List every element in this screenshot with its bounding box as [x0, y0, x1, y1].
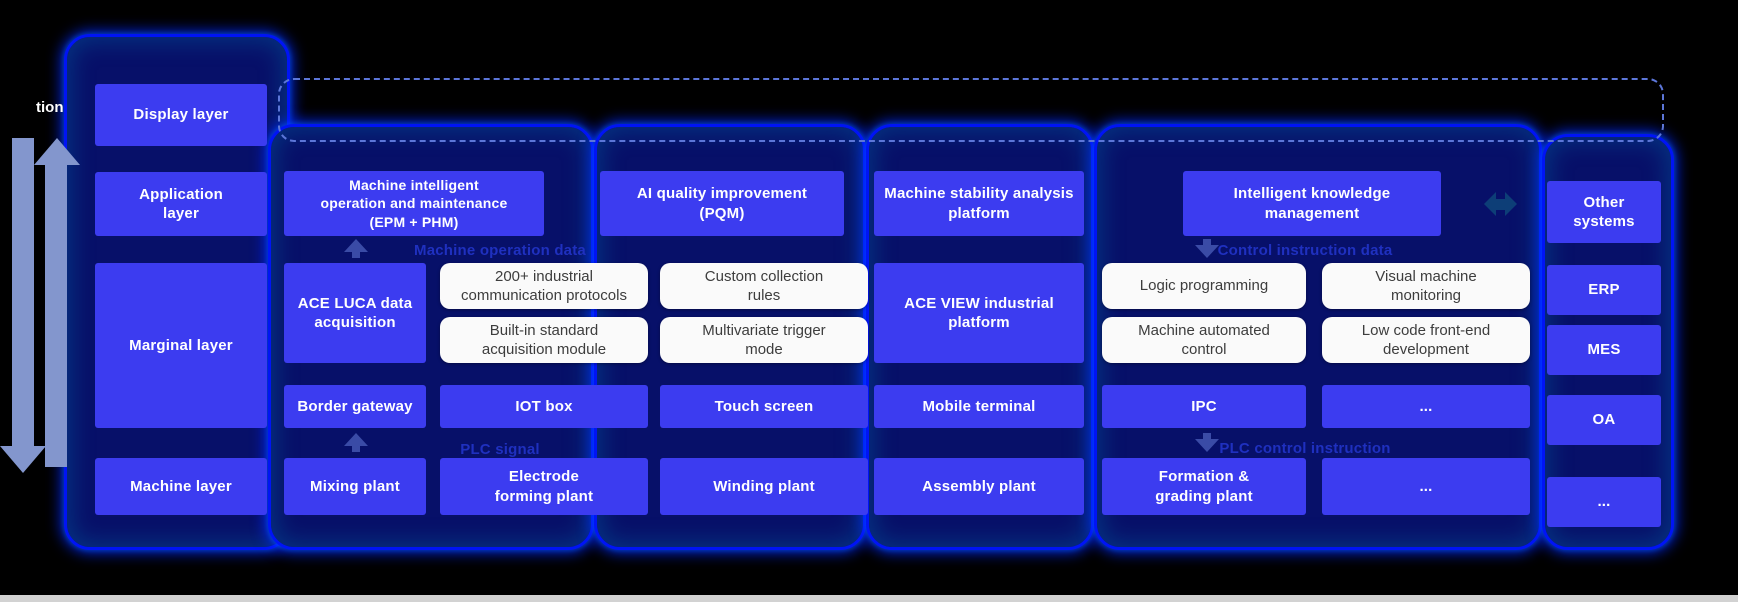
- clipped-left-label: tion: [36, 99, 64, 116]
- terminal-iot-box: IOT box: [440, 385, 648, 428]
- bidirectional-arrow: [1484, 192, 1517, 216]
- plc-signal-up-arrow: [344, 433, 368, 452]
- plc-control-down-arrow: [1195, 433, 1219, 452]
- control-instruction-down-arrow: [1195, 239, 1219, 258]
- plant-ellipsis: ...: [1322, 458, 1530, 515]
- pill-industrial-protocols: 200+ industrial communication protocols: [440, 263, 648, 309]
- data-down-flow-arrow: [12, 138, 34, 446]
- pill-multivariate-trigger: Multivariate trigger mode: [660, 317, 868, 363]
- data-up-flow-arrowhead: [34, 138, 80, 165]
- plant-formation-grading: Formation & grading plant: [1102, 458, 1306, 515]
- app-box-knowledge-mgmt: Intelligent knowledge management: [1183, 171, 1441, 236]
- layer-box-machine: Machine layer: [95, 458, 267, 515]
- system-other: Other systems: [1547, 181, 1661, 243]
- pill-low-code: Low code front-end development: [1322, 317, 1530, 363]
- pill-custom-collection: Custom collection rules: [660, 263, 868, 309]
- data-down-flow-arrowhead: [0, 446, 46, 473]
- label-control-instruction-data: Control instruction data: [1217, 242, 1393, 259]
- layer-box-application: Application layer: [95, 172, 267, 236]
- pill-machine-automated-control: Machine automated control: [1102, 317, 1306, 363]
- pill-logic-programming: Logic programming: [1102, 263, 1306, 309]
- plant-assembly: Assembly plant: [874, 458, 1084, 515]
- terminal-ellipsis: ...: [1322, 385, 1530, 428]
- plant-mixing: Mixing plant: [284, 458, 426, 515]
- label-plc-signal: PLC signal: [460, 441, 540, 458]
- plant-winding: Winding plant: [660, 458, 868, 515]
- pill-visual-monitoring: Visual machine monitoring: [1322, 263, 1530, 309]
- app-box-stability-platform: Machine stability analysis platform: [874, 171, 1084, 236]
- terminal-border-gateway: Border gateway: [284, 385, 426, 428]
- layer-box-display: Display layer: [95, 84, 267, 146]
- system-erp: ERP: [1547, 265, 1661, 315]
- terminal-touch-screen: Touch screen: [660, 385, 868, 428]
- system-oa: OA: [1547, 395, 1661, 445]
- app-box-epm-phm: Machine intelligent operation and mainte…: [284, 171, 544, 236]
- bottom-edge-strip: [0, 595, 1738, 602]
- system-mes: MES: [1547, 325, 1661, 375]
- pill-builtin-acquisition: Built-in standard acquisition module: [440, 317, 648, 363]
- data-up-flow-arrow: [45, 165, 67, 467]
- system-ellipsis: ...: [1547, 477, 1661, 527]
- layer-box-marginal: Marginal layer: [95, 263, 267, 428]
- ace-view-box: ACE VIEW industrial platform: [874, 263, 1084, 363]
- app-box-ai-quality-pqm: AI quality improvement (PQM): [600, 171, 844, 236]
- terminal-ipc: IPC: [1102, 385, 1306, 428]
- terminal-mobile-terminal: Mobile terminal: [874, 385, 1084, 428]
- plant-electrode-forming: Electrode forming plant: [440, 458, 648, 515]
- label-plc-control-instruction: PLC control instruction: [1219, 440, 1391, 457]
- machine-operation-data-up-arrow: [344, 239, 368, 258]
- label-machine-operation-data: Machine operation data: [414, 242, 586, 259]
- ace-luca-box: ACE LUCA data acquisition: [284, 263, 426, 363]
